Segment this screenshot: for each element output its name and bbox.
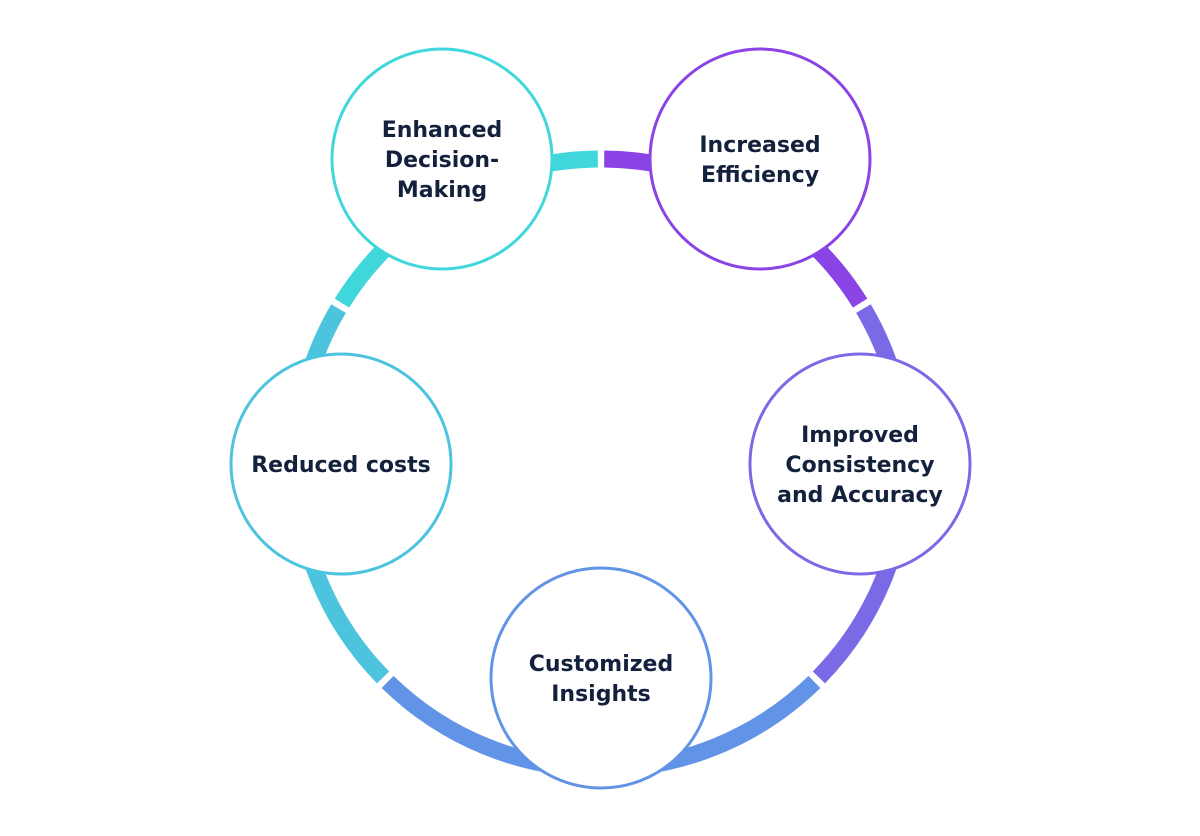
node-label-line-improved-consistency-accuracy-3: and Accuracy [777, 483, 943, 508]
node-label-line-increased-efficiency-2: Efficiency [701, 163, 819, 188]
node-label-line-enhanced-decision-making-3: Making [397, 178, 487, 203]
node-label-line-enhanced-decision-making-2: Decision- [385, 148, 499, 173]
node-circle-increased-efficiency [648, 47, 872, 271]
node-circle-customized-insights [489, 566, 713, 790]
node-label-line-increased-efficiency-1: Increased [699, 133, 820, 158]
node-label-reduced-costs: Reduced costs [251, 453, 431, 478]
node-circle-improved-consistency-accuracy [748, 352, 972, 576]
node-label-line-improved-consistency-accuracy-1: Improved [801, 423, 919, 448]
node-reduced-costs: Reduced costs [229, 352, 453, 576]
node-label-line-customized-insights-2: Insights [551, 682, 651, 707]
node-label-line-reduced-costs-1: Reduced costs [251, 453, 431, 478]
node-label-line-improved-consistency-accuracy-2: Consistency [785, 453, 934, 478]
node-label-line-enhanced-decision-making-1: Enhanced [382, 118, 503, 143]
node-circle-enhanced-decision-making [330, 47, 554, 271]
node-label-line-customized-insights-1: Customized [529, 652, 673, 677]
node-circle-reduced-costs [229, 352, 453, 576]
